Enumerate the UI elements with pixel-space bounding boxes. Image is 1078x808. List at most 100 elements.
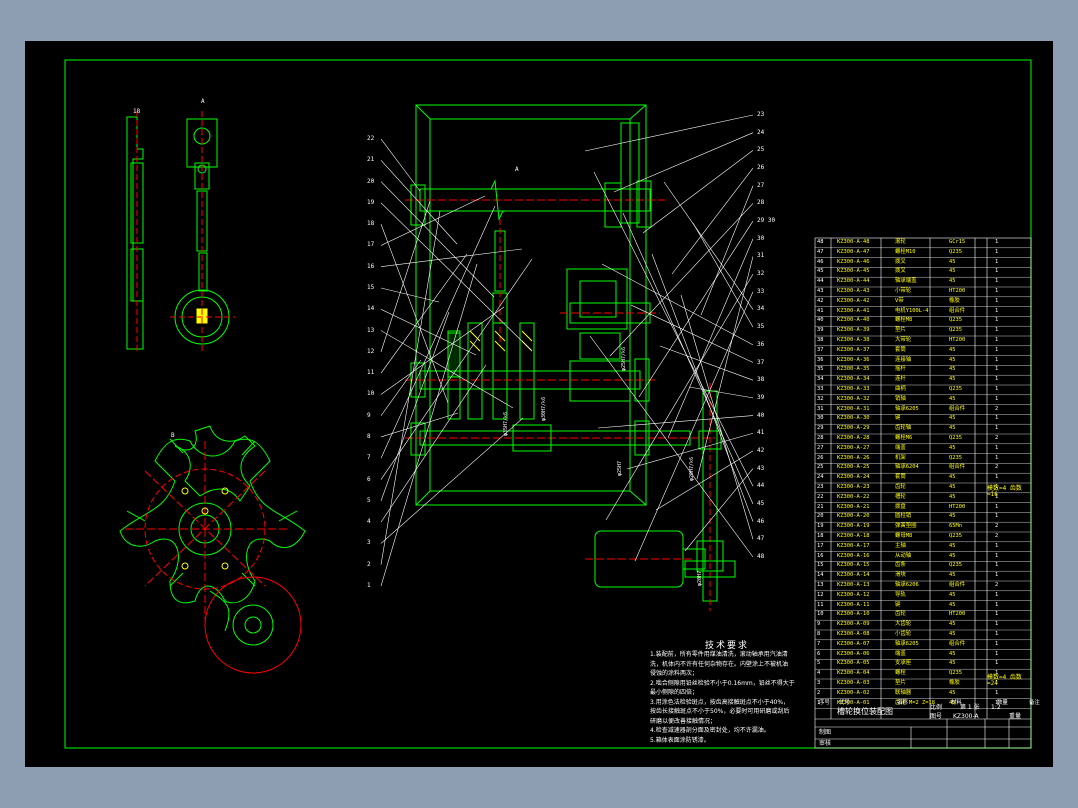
- bom-cell-no: 15: [817, 562, 824, 569]
- leader-label: 17: [367, 241, 375, 249]
- tb-sheet: 第 1 张: [960, 704, 980, 711]
- bom-cell-no: 7: [817, 640, 821, 647]
- bom-cell-name: 垫片: [895, 327, 906, 334]
- bom-cell-name: 曲柄: [895, 386, 906, 392]
- leader-line: [380, 200, 431, 352]
- bom-cell-no: 40: [817, 317, 824, 324]
- bom-cell-qty: 1: [995, 297, 999, 304]
- leader-label: 5: [367, 496, 371, 504]
- bom-cell-qty: 1: [995, 268, 999, 275]
- bom-row-lines: [815, 247, 1031, 709]
- bom-cell-name: 联轴器: [895, 689, 912, 696]
- bom-cell-name: 滚轮: [895, 239, 906, 245]
- bom-cell-no: 13: [817, 582, 824, 588]
- bom-cell-no: 11: [817, 601, 824, 608]
- bom-cell-qty: 1: [995, 386, 999, 392]
- bom-cell-mat: 45: [949, 621, 956, 628]
- bom-cell-name: 螺栓M6: [895, 435, 913, 441]
- tech-requirement-line: 研磨以便改善接触情况；: [650, 717, 717, 725]
- bom-cell-no: 2: [817, 689, 821, 696]
- leader-label: 14: [367, 305, 375, 313]
- bom-cell-code: KZ300-A-09: [837, 621, 870, 628]
- leader-line: [692, 222, 754, 328]
- bom-cell-code: KZ300-A-44: [837, 278, 870, 285]
- bom-cell-mat: Q235: [949, 386, 962, 392]
- bom-cell-mat: 组合件: [949, 405, 966, 412]
- bom-cell-qty: 1: [995, 376, 999, 383]
- leader-lines: [380, 114, 754, 587]
- bom-cell-qty: 1: [995, 288, 999, 294]
- bom-cell-mat: 45: [949, 572, 956, 579]
- leader-label: 39: [757, 393, 765, 401]
- leader-line: [601, 263, 754, 346]
- bom-cell-qty: 1: [995, 346, 999, 353]
- tech-requirement-line: 3.用涂色法检验斑点，按齿高接触斑点不小于40%，: [650, 698, 790, 706]
- bom-cell-mat: 65Mn: [949, 523, 962, 530]
- bom-cell-no: 32: [817, 395, 824, 402]
- bom-cell-name: 轴承端盖: [895, 278, 917, 285]
- bom-cell-name: 齿轮: [895, 484, 906, 490]
- leader-line: [609, 203, 754, 357]
- bom-cell-name: 螺母M8: [895, 533, 913, 539]
- bom-cell-mat: 45: [949, 415, 956, 422]
- leader-label: 19: [367, 198, 375, 206]
- bom-cell-mat: 45: [949, 346, 956, 353]
- bom-cell-qty: 1: [995, 621, 999, 628]
- drawing-title: 槽轮换位装配图: [837, 707, 893, 716]
- leader-line: [380, 181, 495, 298]
- bom-cell-no: 23: [817, 484, 824, 490]
- bom-cell-name: 小齿轮: [895, 631, 912, 637]
- leader-label: 32: [757, 270, 765, 278]
- bom-cell-name: 圆柱销: [895, 513, 912, 520]
- bom-cell-no: 24: [817, 474, 824, 481]
- tech-requirement-line: 最小侧隙的四倍；: [650, 689, 699, 696]
- leader-label: 12: [367, 347, 375, 355]
- bom-cell-code: KZ300-A-41: [837, 307, 870, 314]
- bom-cell-code: KZ300-A-16: [837, 552, 870, 559]
- bom-cell-name: 槽轮: [895, 493, 906, 500]
- bom-cell-mat: HT200: [949, 503, 966, 510]
- bom-cell-qty: 1: [995, 307, 999, 314]
- bom-cell-code: KZ300-A-11: [837, 601, 870, 608]
- bom-table-grid: [814, 237, 1032, 749]
- bom-header-note: 备注: [1029, 700, 1040, 706]
- bom-cell-code: KZ300-A-48: [837, 239, 870, 245]
- leader-line: [380, 412, 459, 438]
- bom-cell-qty: 1: [995, 444, 999, 451]
- leader-label: 16: [367, 262, 375, 270]
- leader-label: 30: [757, 234, 765, 242]
- bom-cell-code: KZ300-A-03: [837, 680, 870, 686]
- bom-cell-no: 39: [817, 327, 824, 334]
- leader-line: [634, 291, 754, 562]
- bom-cell-name: 销轴: [895, 395, 906, 402]
- bom-cell-code: KZ300-A-19: [837, 523, 870, 530]
- bom-cell-code: KZ300-A-07: [837, 640, 870, 647]
- leader-line: [380, 195, 486, 246]
- leader-label: 22: [367, 135, 375, 142]
- bom-cell-qty: 1: [995, 278, 999, 285]
- leader-label: 15: [367, 284, 375, 291]
- leader-line: [380, 309, 477, 356]
- bom-cell-code: KZ300-A-06: [837, 650, 870, 657]
- bom-cell-code: KZ300-A-30: [837, 415, 870, 422]
- bom-cell-mat: 45: [949, 631, 956, 637]
- bom-cell-no: 35: [817, 366, 824, 373]
- bom-cell-code: KZ300-A-14: [837, 572, 870, 579]
- leader-line: [380, 311, 450, 501]
- bom-cell-code: KZ300-A-37: [837, 346, 870, 353]
- bom-cell-name: 拨叉: [895, 258, 906, 265]
- bom-cell-qty: 1: [995, 699, 999, 706]
